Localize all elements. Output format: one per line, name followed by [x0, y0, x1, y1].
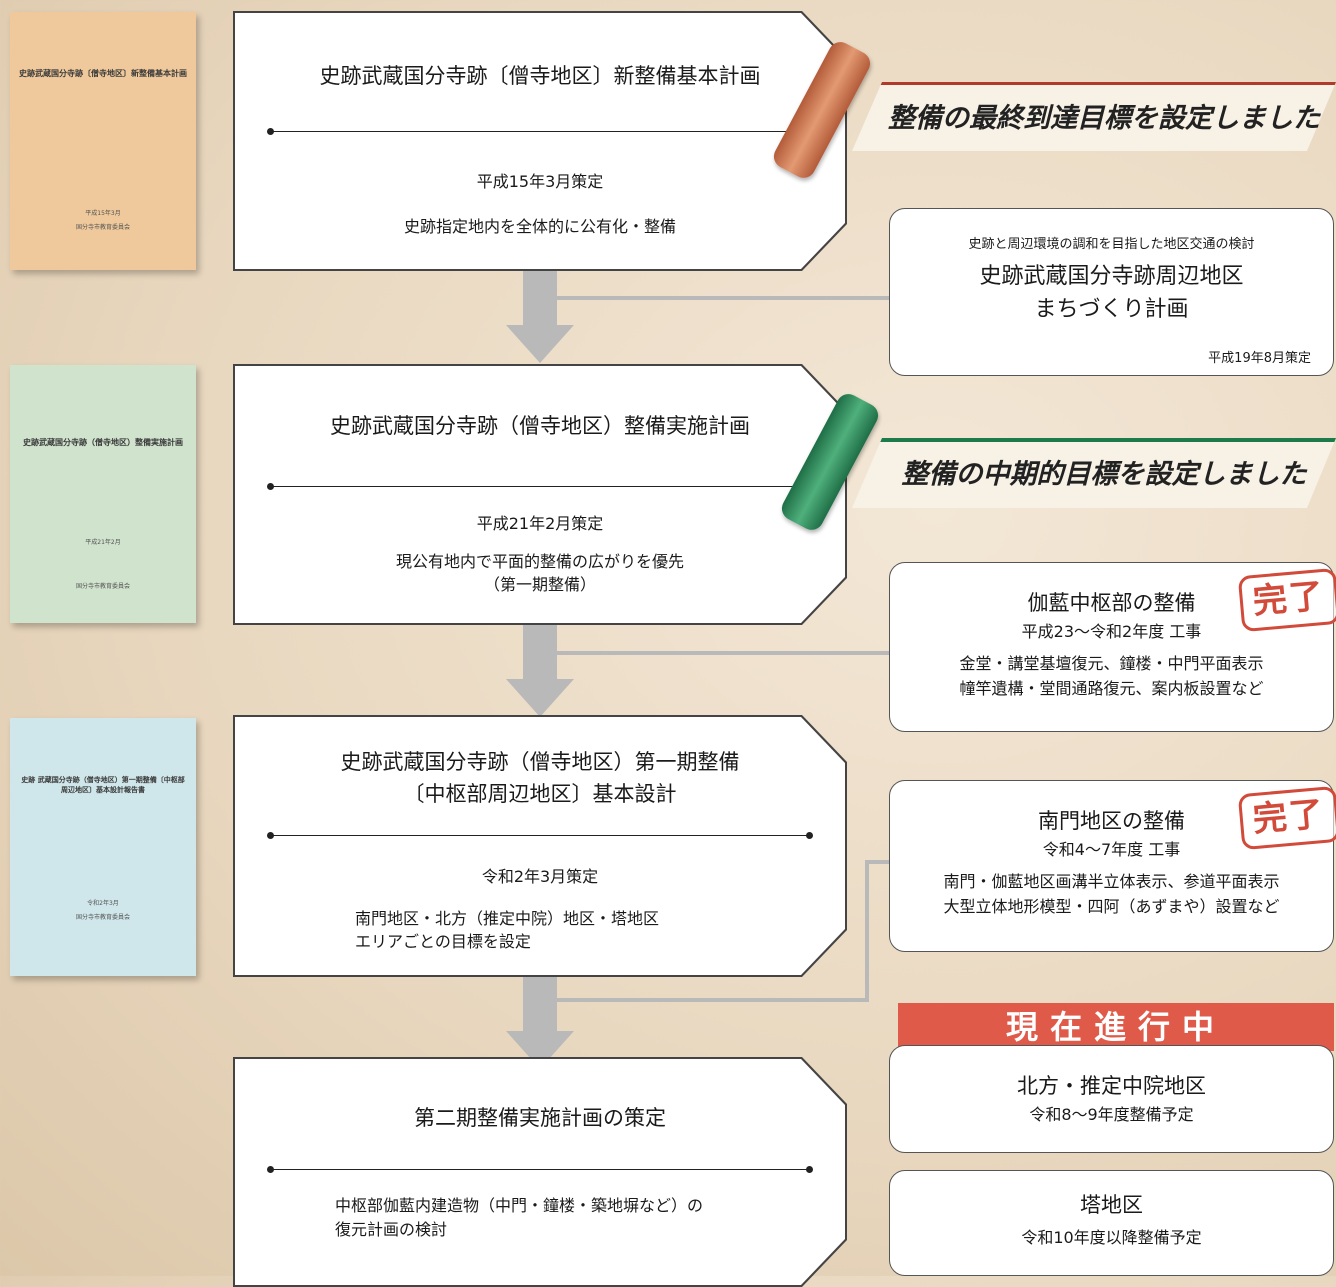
side-box-date: 平成19年8月策定: [1208, 351, 1311, 366]
flow-arrow-stem: [523, 270, 557, 325]
ribbon-text: 整備の中期的目標を設定しました: [901, 459, 1307, 490]
book-title: 史跡武蔵国分寺跡〔僧寺地区〕新整備基本計画: [19, 69, 187, 78]
divider-line: [270, 1169, 810, 1170]
side-box-desc-2: 大型立体地形模型・四阿（あずまや）設置など: [943, 897, 1280, 917]
connector-line: [557, 296, 889, 300]
plan-title: 第二期整備実施計画の策定: [414, 1106, 666, 1130]
plan-title: 史跡武蔵国分寺跡〔僧寺地区〕新整備基本計画: [319, 64, 761, 88]
plan-box-phase2: 第二期整備実施計画の策定 中枢部伽藍内建造物（中門・鐘楼・築地塀など）の 復元計…: [235, 1059, 845, 1285]
divider-line: [270, 835, 810, 836]
book-org: 国分寺市教育委員会: [75, 224, 130, 231]
plan-date: 令和2年3月策定: [481, 867, 599, 886]
side-box-date: 令和4〜7年度 工事: [1042, 840, 1181, 859]
side-box-title: 塔地区: [1080, 1193, 1143, 1217]
side-box-tou: 塔地区 令和10年度以降整備予定: [889, 1170, 1334, 1276]
book-title: 史跡 武蔵国分寺跡（僧寺地区）第一期整備〔中枢部周辺地区〕基本設計報告書: [21, 776, 185, 794]
book-cover-3: 史跡 武蔵国分寺跡（僧寺地区）第一期整備〔中枢部周辺地区〕基本設計報告書 令和2…: [10, 718, 196, 976]
side-box-title: 伽藍中枢部の整備: [1027, 591, 1196, 615]
completed-stamp: 完了: [1237, 567, 1336, 633]
side-box-garan: 伽藍中枢部の整備 平成23〜令和2年度 工事 金堂・講堂基壇復元、鐘楼・中門平面…: [889, 562, 1334, 732]
book-date: 令和2年3月: [87, 900, 119, 907]
divider-line: [270, 131, 810, 132]
connector-line: [865, 860, 869, 1002]
completed-stamp: 完了: [1237, 785, 1336, 851]
plan-desc-2: エリアごとの目標を設定: [355, 932, 531, 951]
side-box-date: 令和10年度以降整備予定: [1021, 1228, 1202, 1247]
book-cover-1: 史跡武蔵国分寺跡〔僧寺地区〕新整備基本計画 平成15年3月 国分寺市教育委員会: [10, 12, 196, 270]
connector-line: [557, 651, 889, 655]
side-box-hoppo: 北方・推定中院地区 令和8〜9年度整備予定: [889, 1045, 1334, 1153]
plan-desc: 中枢部伽藍内建造物（中門・鐘楼・築地塀など）の: [335, 1196, 704, 1215]
divider-line: [270, 486, 810, 487]
connector-line: [557, 998, 867, 1002]
plan-desc-2: 復元計画の検討: [335, 1220, 448, 1239]
book-org: 国分寺市教育委員会: [75, 583, 130, 590]
side-box-desc: 南門・伽藍地区画溝半立体表示、参道平面表示: [943, 871, 1280, 891]
side-box-date: 平成23〜令和2年度 工事: [1021, 622, 1202, 641]
side-box-desc-2: 幢竿遺構・堂間通路復元、案内板設置など: [959, 679, 1264, 699]
side-box-title: 史跡武蔵国分寺跡周辺地区: [979, 264, 1244, 289]
book-org: 国分寺市教育委員会: [75, 914, 130, 921]
plan-desc-2: （第一期整備）: [483, 575, 596, 594]
flow-arrow-stem: [523, 624, 557, 679]
in-progress-banner: 現在進行中: [898, 1003, 1334, 1051]
connector-line: [865, 860, 889, 864]
side-box-desc: 金堂・講堂基壇復元、鐘楼・中門平面表示: [959, 653, 1264, 673]
side-box-title: 北方・推定中院地区: [1017, 1074, 1206, 1098]
side-box-title-2: まちづくり計画: [1034, 296, 1189, 322]
side-box-title: 南門地区の整備: [1038, 809, 1185, 833]
plan-box-design: 史跡武蔵国分寺跡（僧寺地区）第一期整備 〔中枢部周辺地区〕基本設計 令和2年3月…: [235, 717, 845, 975]
side-box-subtitle: 史跡と周辺環境の調和を目指した地区交通の検討: [968, 237, 1255, 252]
flow-arrow-head: [506, 679, 574, 717]
book-cover-2: 史跡武蔵国分寺跡（僧寺地区）整備実施計画 平成21年2月 国分寺市教育委員会: [10, 365, 196, 623]
flow-arrow-head: [506, 325, 574, 363]
plan-box-implementation: 史跡武蔵国分寺跡（僧寺地区）整備実施計画 平成21年2月策定 現公有地内で平面的…: [235, 366, 845, 623]
goal-ribbon-mid: 整備の中期的目標を設定しました: [852, 438, 1336, 508]
plan-desc: 史跡指定地内を全体的に公有化・整備: [403, 217, 676, 236]
plan-date: 平成15年3月策定: [476, 172, 604, 191]
plan-date: 平成21年2月策定: [476, 514, 604, 533]
side-box-date: 令和8〜9年度整備予定: [1029, 1105, 1194, 1124]
flow-arrow-stem: [523, 976, 557, 1031]
ribbon-text: 整備の最終到達目標を設定しました: [888, 103, 1320, 134]
side-box-machizukuri: 史跡と周辺環境の調和を目指した地区交通の検討 史跡武蔵国分寺跡周辺地区 まちづく…: [889, 208, 1334, 376]
plan-desc: 現公有地内で平面的整備の広がりを優先: [395, 552, 684, 571]
book-title: 史跡武蔵国分寺跡（僧寺地区）整備実施計画: [23, 438, 183, 447]
goal-ribbon-final: 整備の最終到達目標を設定しました: [852, 82, 1336, 151]
book-date: 平成21年2月: [85, 539, 121, 546]
plan-desc: 南門地区・北方（推定中院）地区・塔地区: [355, 909, 660, 928]
plan-title: 史跡武蔵国分寺跡（僧寺地区）整備実施計画: [330, 414, 750, 438]
plan-title: 史跡武蔵国分寺跡（僧寺地区）第一期整備: [340, 750, 740, 774]
plan-box-basic: 史跡武蔵国分寺跡〔僧寺地区〕新整備基本計画 平成15年3月策定 史跡指定地内を全…: [235, 13, 845, 269]
book-date: 平成15年3月: [85, 210, 121, 217]
plan-title-2: 〔中枢部周辺地区〕基本設計: [403, 782, 677, 806]
